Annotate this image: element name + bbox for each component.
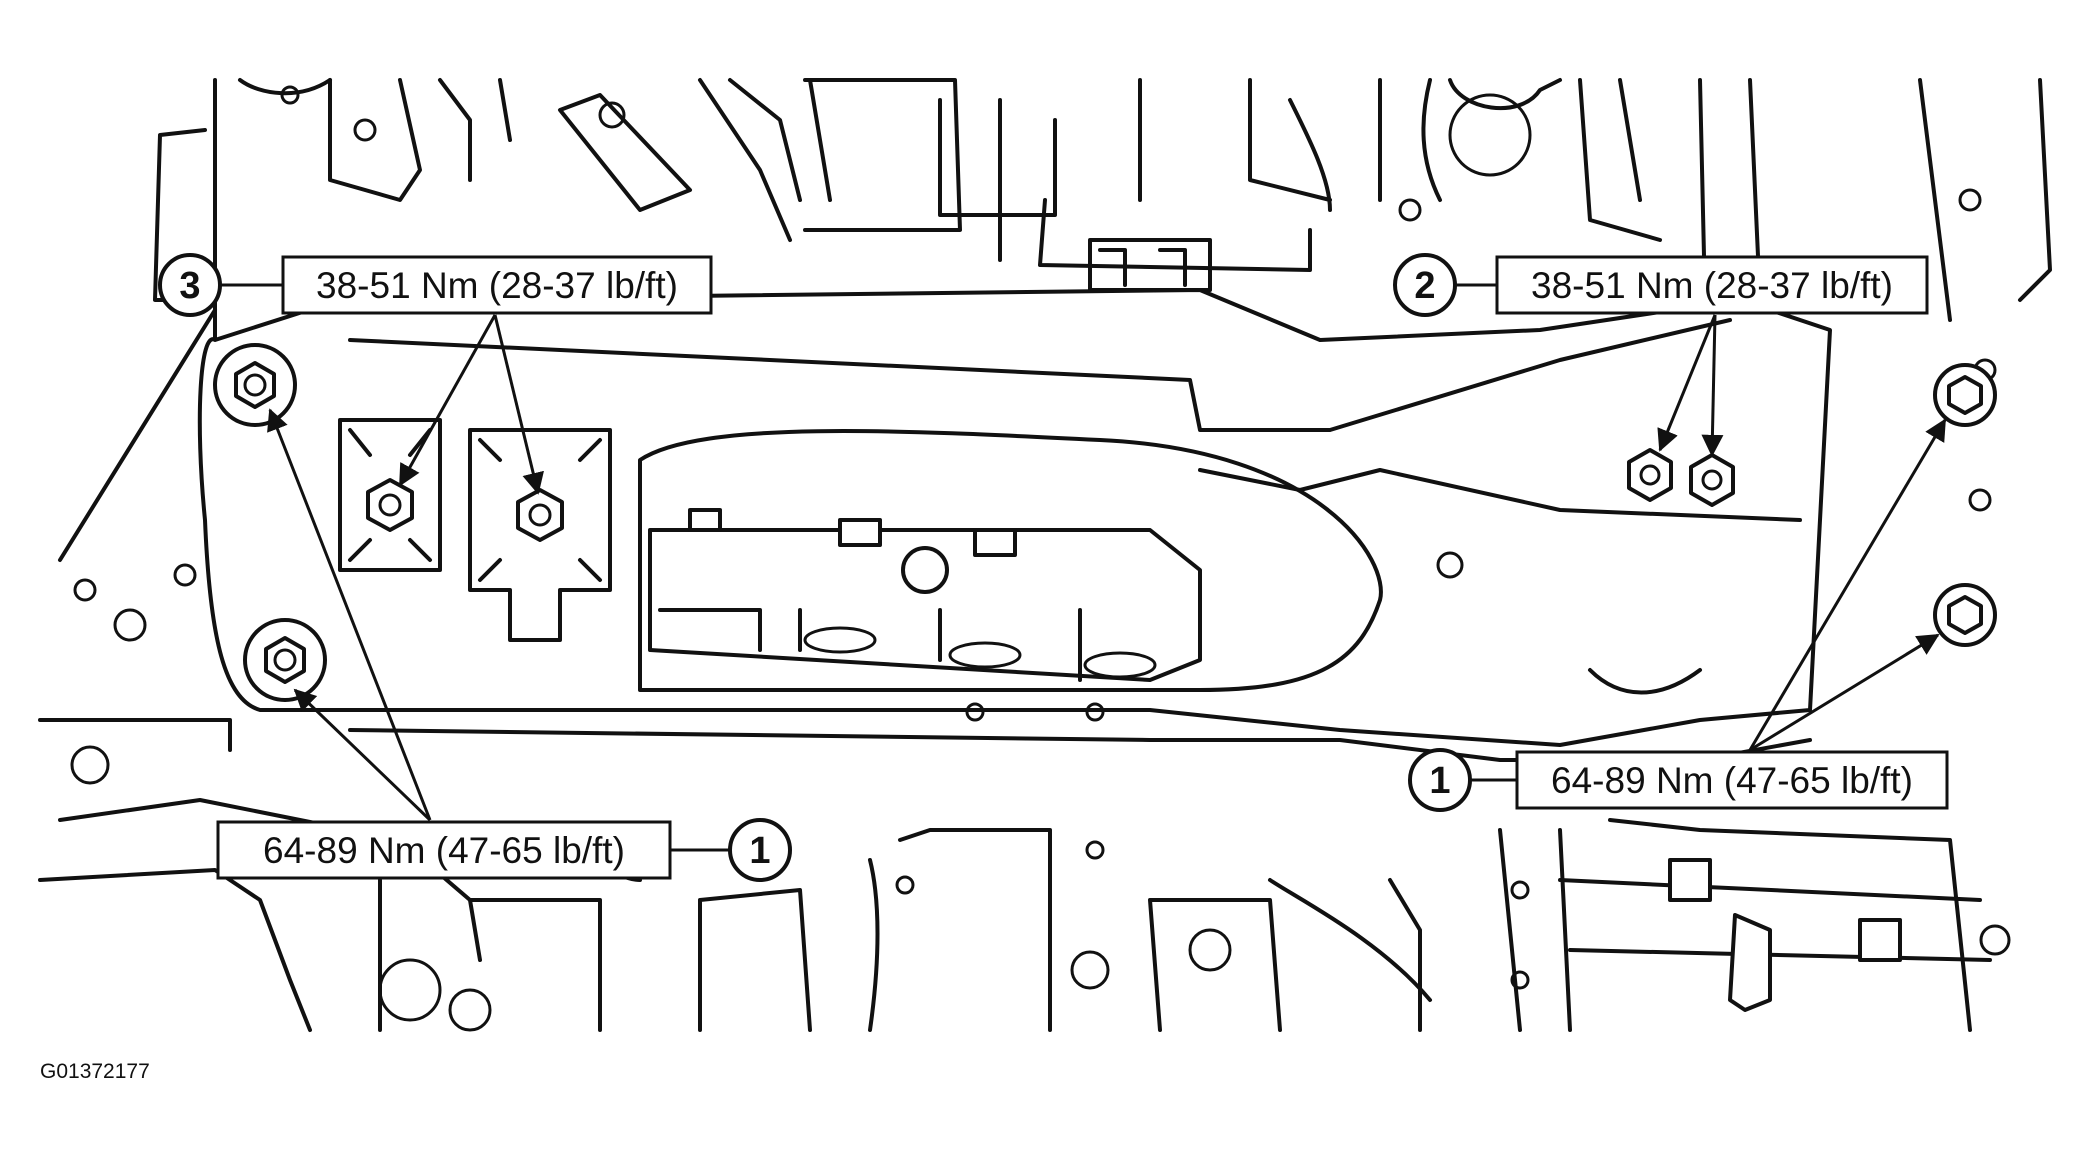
- torque-label-box: [1495, 255, 1929, 315]
- callout-number-circle: [728, 818, 792, 882]
- mount-nut-right: [516, 488, 564, 542]
- torque-label-box: [281, 255, 713, 315]
- mount-nut-left: [366, 478, 414, 532]
- callout-number: 1: [1429, 760, 1450, 802]
- callout-3: 3 38-51 Nm (28-37 lb/ft): [158, 253, 713, 495]
- engine-background-artwork: [38, 78, 2052, 1032]
- crossmember-bolt-lower-left: [243, 618, 327, 702]
- arrow-to-bolt-lower-left: [293, 688, 432, 822]
- callout-1-left: 64-89 Nm (47-65 lb/ft) 1: [216, 408, 792, 882]
- arrow-to-mount-nut-left: [398, 314, 497, 487]
- torque-spec-label: 38-51 Nm (28-37 lb/ft): [1531, 265, 1893, 306]
- callout-2: 2 38-51 Nm (28-37 lb/ft): [1393, 253, 1929, 457]
- figure-id: G01372177: [40, 1060, 150, 1083]
- torque-spec-label: 64-89 Nm (47-65 lb/ft): [1551, 760, 1913, 801]
- torque-spec-label: 64-89 Nm (47-65 lb/ft): [263, 830, 625, 871]
- mount-nut-2: [1689, 453, 1735, 507]
- callout-number: 2: [1414, 265, 1435, 307]
- arrow-to-bolt-lower-right: [1749, 633, 1940, 752]
- crossmember-bolt-upper-right: [1933, 363, 1997, 427]
- crossmember-bolt-lower-right: [1933, 583, 1997, 647]
- arrow-to-bolt-upper-left: [267, 408, 432, 821]
- callout-number: 3: [179, 265, 200, 307]
- arrow-to-bolt-upper-right: [1748, 418, 1947, 751]
- callout-number: 1: [749, 830, 770, 872]
- callout-1-right: 1 64-89 Nm (47-65 lb/ft): [1408, 418, 1949, 812]
- torque-label-box: [1515, 750, 1949, 810]
- crossmember-bolt-upper-left: [213, 343, 297, 427]
- crossmember: [197, 288, 1992, 762]
- torque-spec-label: 38-51 Nm (28-37 lb/ft): [316, 265, 678, 306]
- mount-nut-1: [1627, 448, 1673, 502]
- callout-number-circle: [158, 253, 222, 317]
- arrow-to-mount-nut-2: [1701, 314, 1724, 457]
- arrow-to-mount-nut-right: [493, 314, 544, 495]
- arrow-to-mount-nut-1: [1657, 314, 1717, 452]
- fasteners: [213, 343, 1997, 702]
